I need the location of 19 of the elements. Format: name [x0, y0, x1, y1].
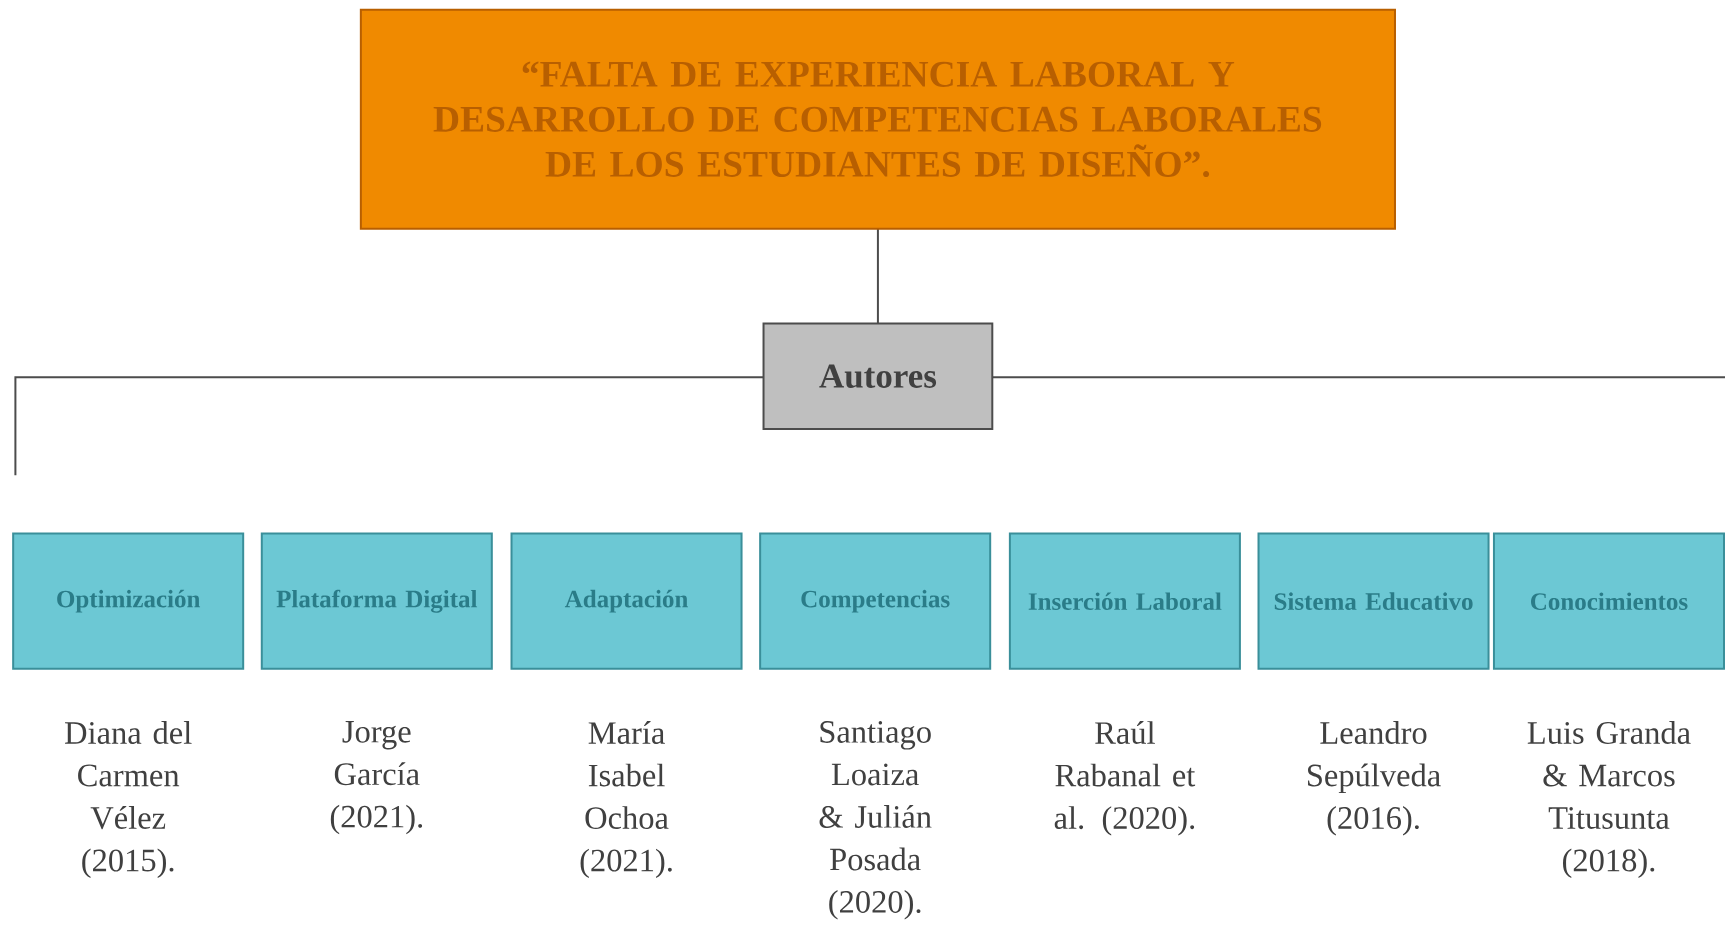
author-text: Raúl Rabanal et al. (2020). — [1054, 721, 1196, 836]
topic-box: Conocimientos — [1492, 532, 1725, 671]
title-box: “FALTA DE EXPERIENCIA LABORAL Y DESARROLLO DE COMPETENCIAS LABORALES DE LOS ESTUDIANTES DE DISEÑO”. — [359, 9, 1396, 231]
topic-box: Plataforma Digital — [260, 532, 493, 671]
topic-box: Sistema Educativo — [1257, 532, 1490, 671]
author-text: Leandro Sepúlveda (2016). — [1308, 721, 1441, 836]
author-text: Jorge García (2021). — [330, 721, 423, 835]
author-text: María Isabel Ochoa (2021). — [580, 721, 672, 879]
connector-line — [991, 376, 1725, 379]
topic-box: Adaptación — [510, 532, 743, 671]
author-text: Santiago Loaiza & Julián Posada (2020). — [819, 721, 932, 920]
topic-box: Inserción Laboral — [1008, 532, 1241, 671]
connector-line — [876, 228, 879, 325]
author-text: Diana del Carmen Vélez (2015). — [65, 721, 192, 879]
connector-line — [14, 376, 765, 477]
author-text: Luis Granda & Marcos Titusunta (2018). — [1527, 721, 1691, 879]
topic-box: Optimización — [12, 532, 245, 671]
topic-box: Competencias — [759, 532, 992, 671]
category-box: Autores — [762, 322, 994, 431]
